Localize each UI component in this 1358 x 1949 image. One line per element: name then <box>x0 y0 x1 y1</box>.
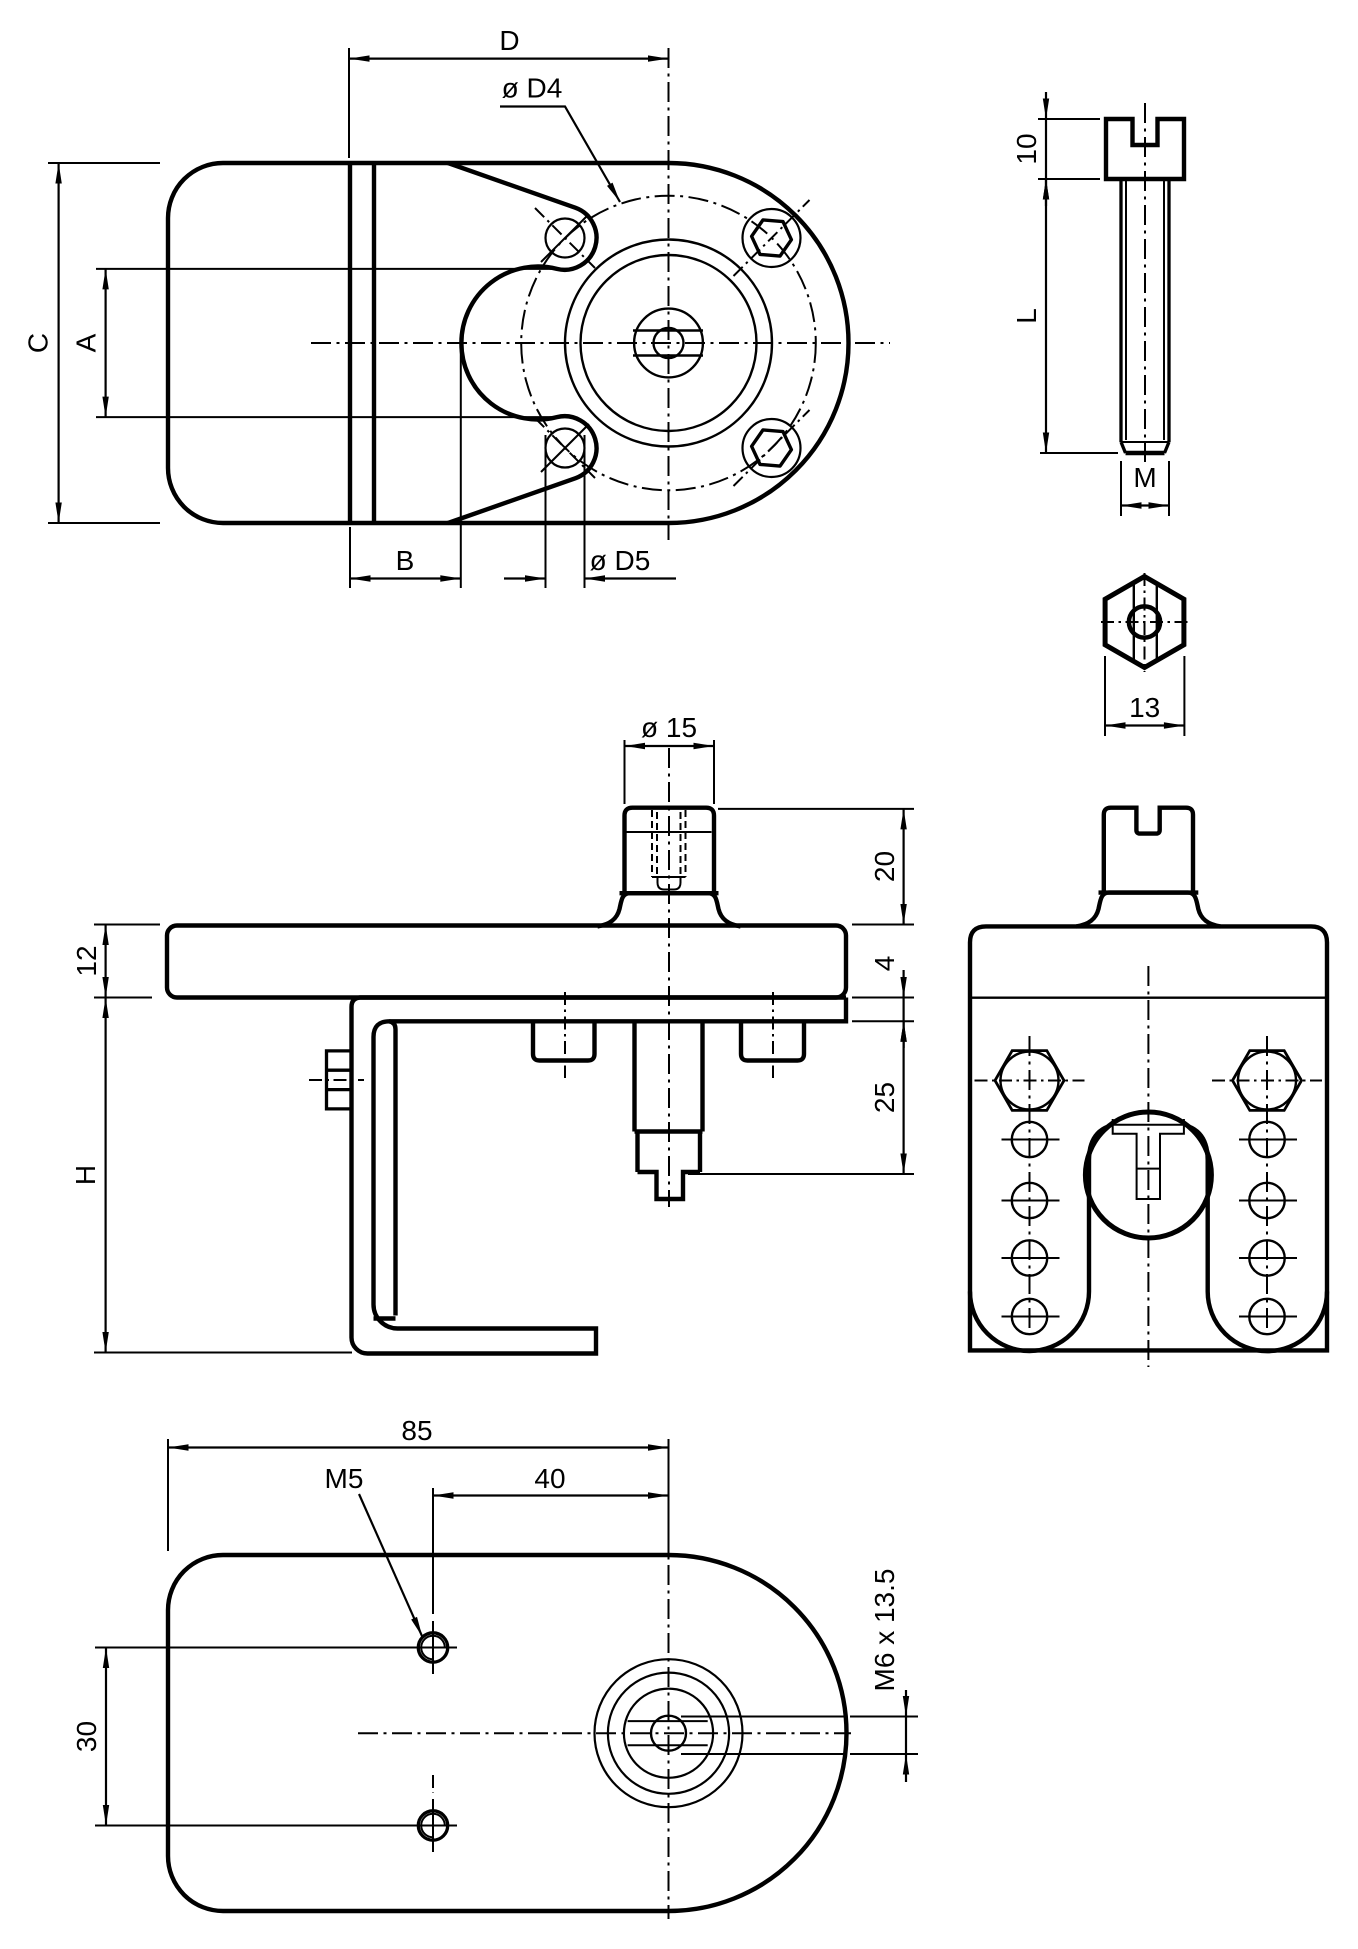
svg-text:M6 x 13.5: M6 x 13.5 <box>869 1569 900 1692</box>
svg-text:4: 4 <box>869 956 900 972</box>
svg-text:85: 85 <box>401 1415 432 1446</box>
svg-text:C: C <box>23 333 54 353</box>
svg-text:D: D <box>499 25 519 56</box>
svg-text:H: H <box>70 1165 101 1185</box>
svg-text:A: A <box>71 333 102 352</box>
svg-text:M: M <box>1133 462 1156 493</box>
svg-text:B: B <box>396 545 415 576</box>
svg-text:ø D4: ø D4 <box>502 73 563 104</box>
svg-text:20: 20 <box>869 851 900 882</box>
svg-text:12: 12 <box>71 945 102 976</box>
svg-text:M5: M5 <box>325 1463 364 1494</box>
svg-text:10: 10 <box>1011 133 1042 164</box>
svg-text:30: 30 <box>71 1721 102 1752</box>
svg-text:L: L <box>1011 308 1042 324</box>
svg-text:ø 15: ø 15 <box>641 712 697 743</box>
svg-text:25: 25 <box>869 1082 900 1113</box>
svg-text:ø D5: ø D5 <box>590 545 651 576</box>
svg-text:40: 40 <box>534 1463 565 1494</box>
svg-text:13: 13 <box>1129 692 1160 723</box>
